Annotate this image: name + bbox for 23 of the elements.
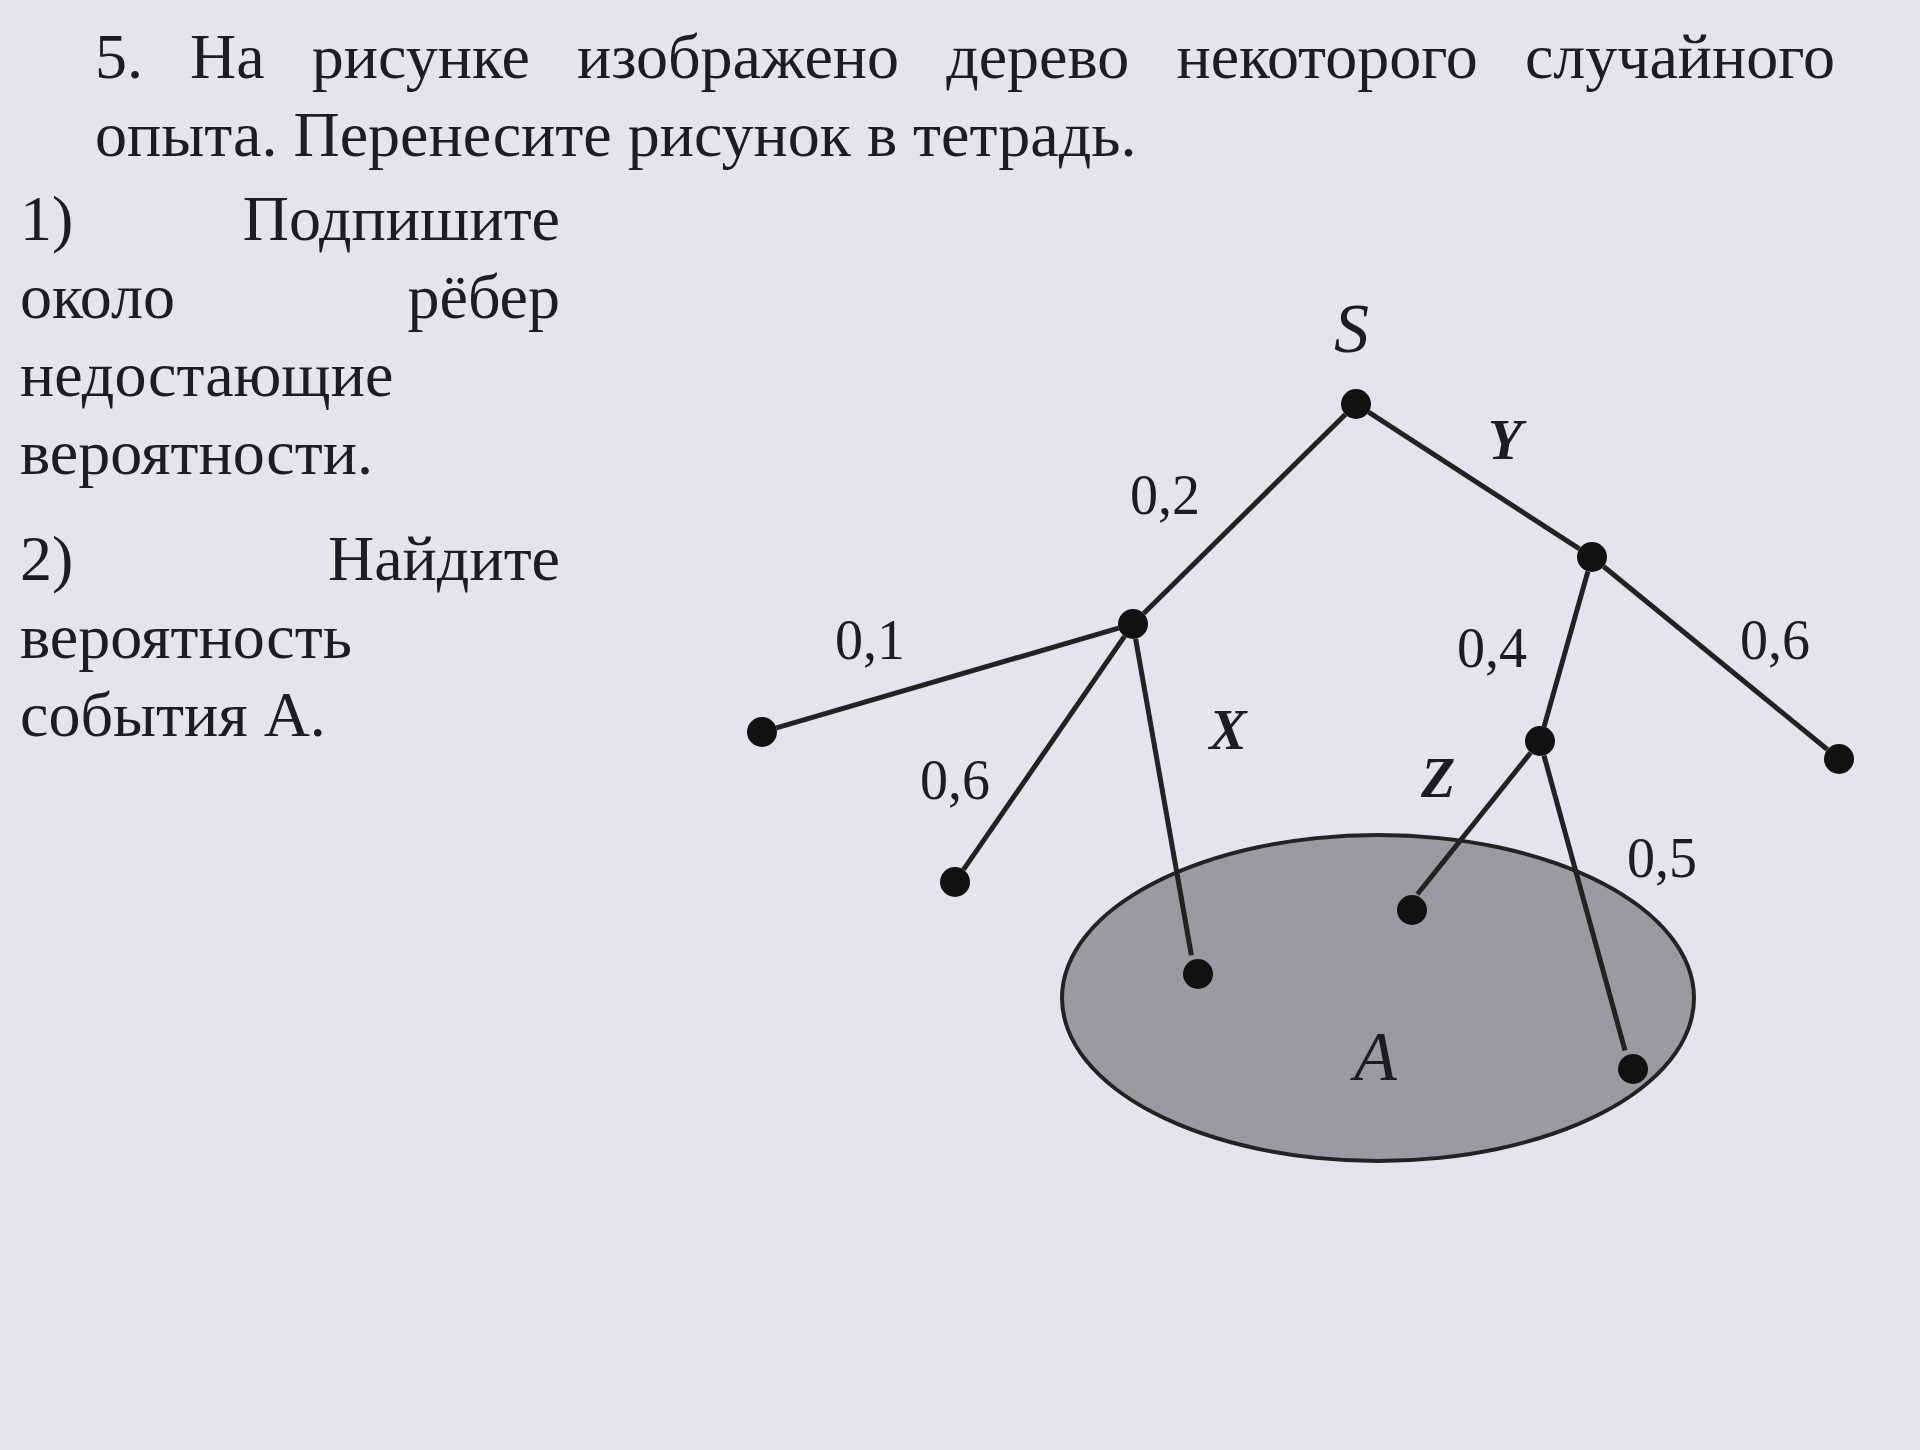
tree-edge [1133,638,1194,956]
tree-edge [1141,412,1348,616]
tree-vertex [1618,1054,1648,1084]
tree-vertex [1341,389,1371,419]
tree-edge [961,634,1127,872]
tree-edge [1541,570,1591,728]
tree-edge [1602,564,1829,752]
tree-vertex [747,717,777,747]
tree-vertex [1577,542,1607,572]
task-text: 2) Найдите вероятность события A. [20,522,560,753]
tree-vertex [940,867,970,897]
vertex-label: S [1334,289,1369,369]
task-text: 5. На рисунке изображено дерево некоторого случайного опыта. Перенесите рисунок в тетрадь. [95,20,1835,173]
tree-vertex [1118,609,1148,639]
tree-edge [1541,754,1628,1052]
tree-edge [1415,751,1533,896]
tree-vertex [1397,895,1427,925]
tree-edge [775,625,1120,731]
tree-vertex [1525,726,1555,756]
tree-edge [1367,410,1581,551]
tree-vertex [1824,744,1854,774]
tree-vertex [1183,959,1213,989]
task-text: 1) Подпишите около рёбер недостающие вероятности. [20,182,560,491]
